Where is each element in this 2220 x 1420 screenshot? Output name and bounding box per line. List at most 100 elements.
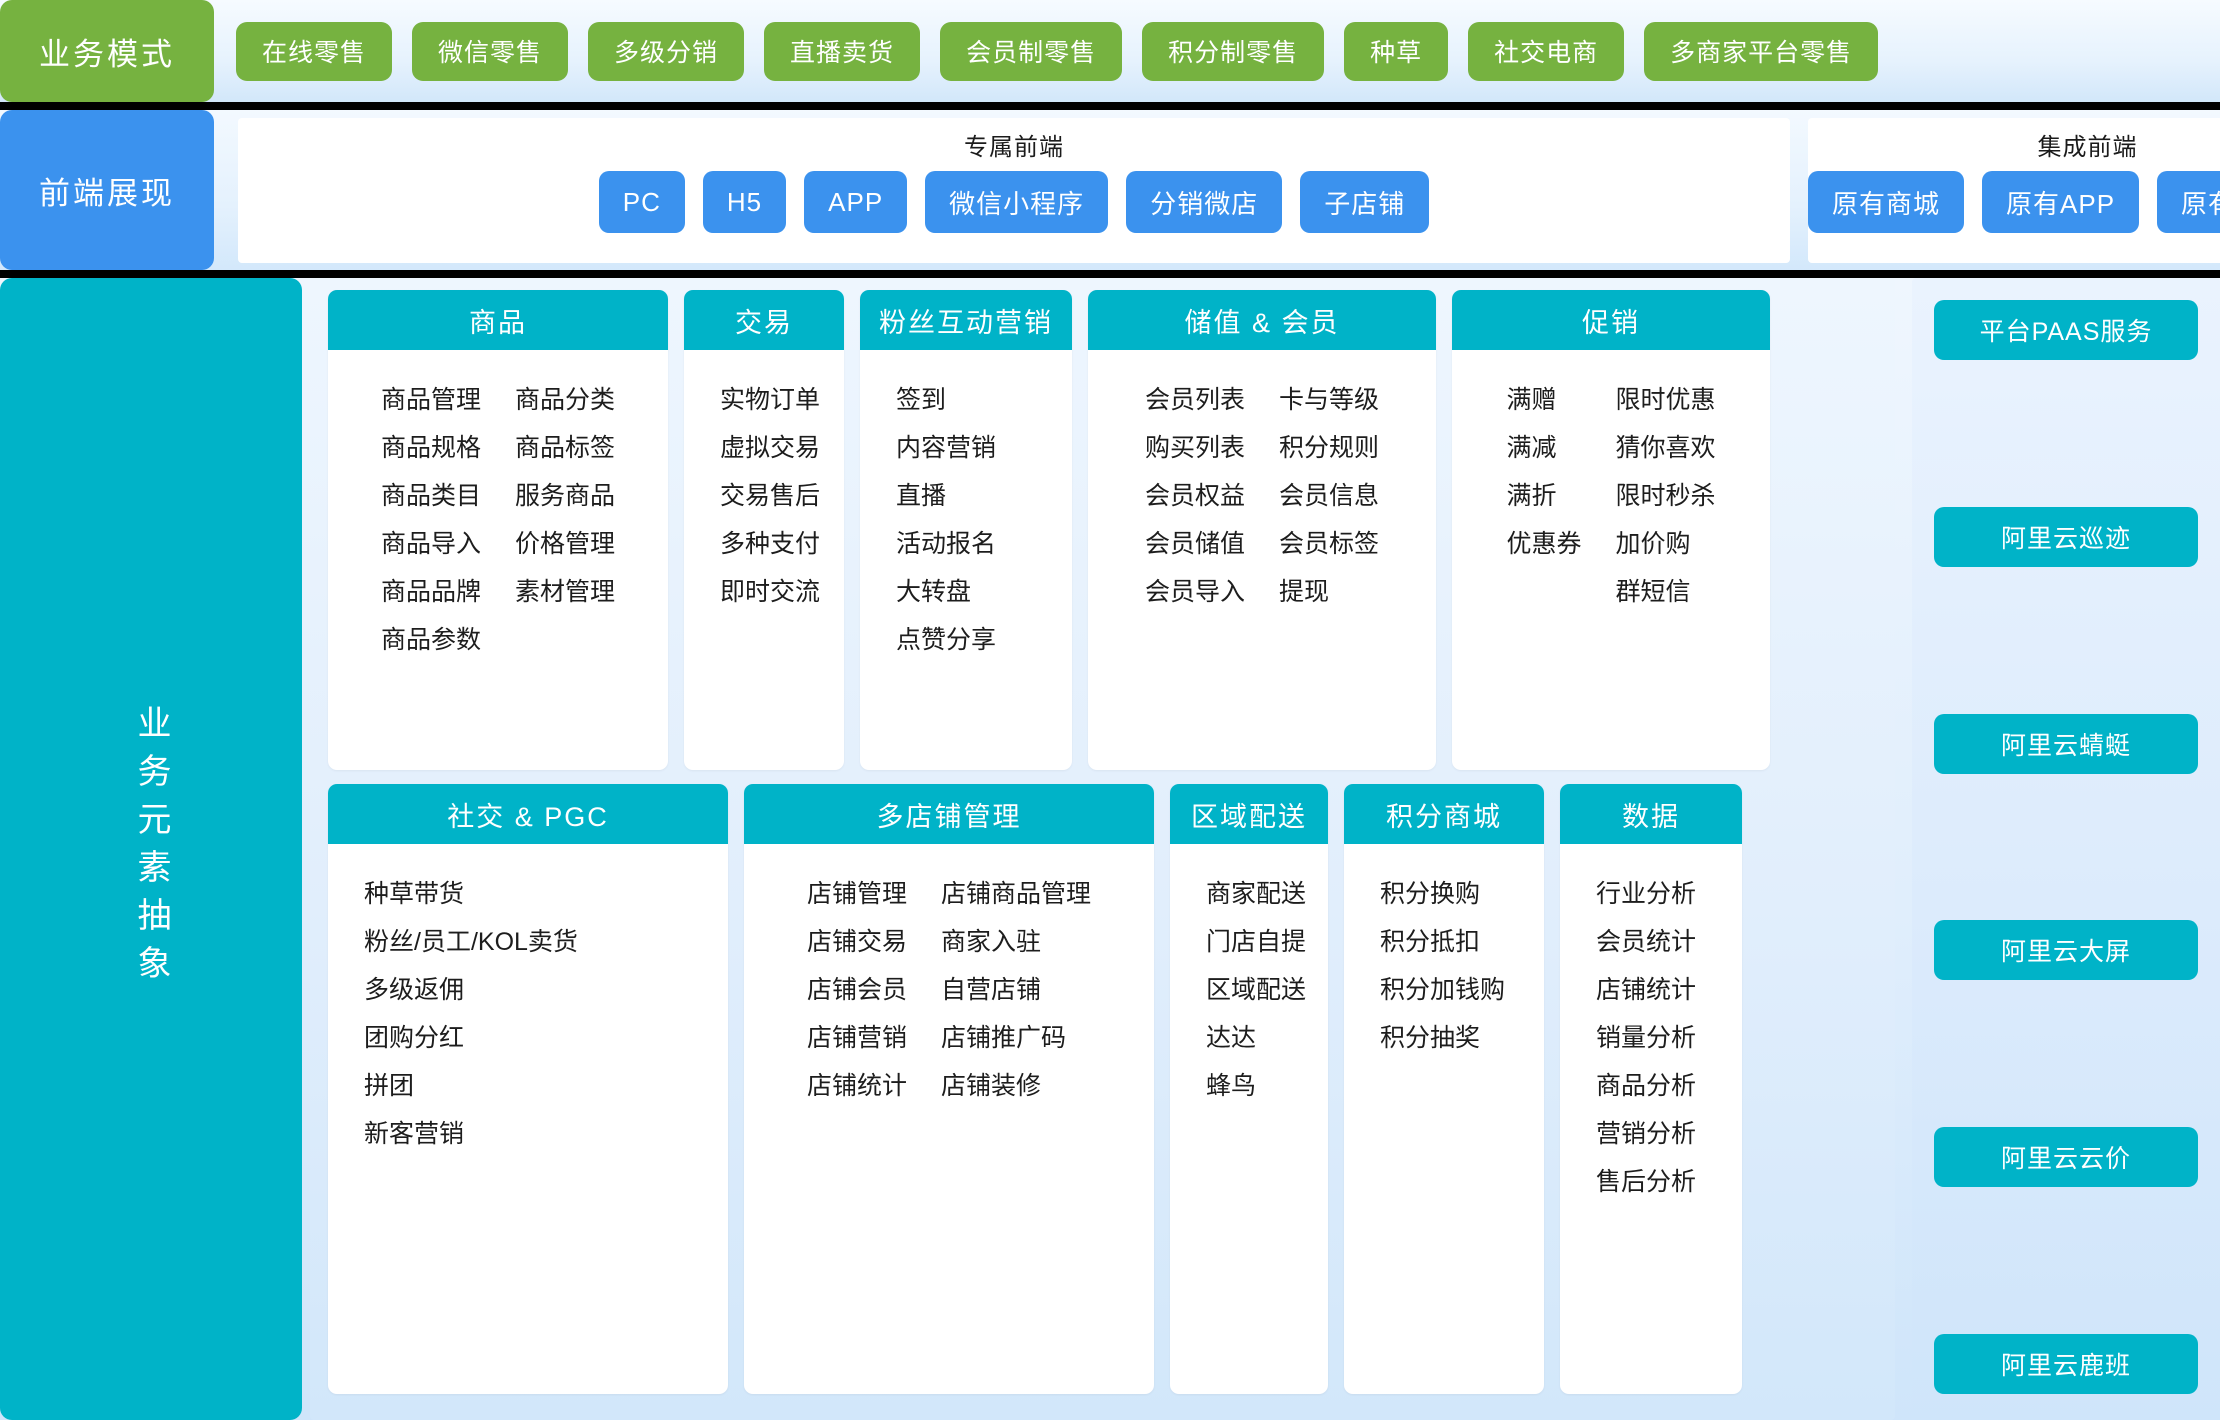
feature-item[interactable]: 店铺统计 bbox=[806, 1072, 907, 1100]
feature-item[interactable]: 猜你喜欢 bbox=[1615, 434, 1716, 462]
feature-column: 签到内容营销直播活动报名大转盘点赞分享 bbox=[896, 376, 996, 770]
feature-item[interactable]: 多种支付 bbox=[720, 530, 821, 558]
feature-item[interactable]: 粉丝/员工/KOL卖货 bbox=[364, 928, 578, 956]
feature-item[interactable]: 店铺会员 bbox=[806, 976, 907, 1004]
feature-item[interactable]: 虚拟交易 bbox=[720, 434, 821, 462]
feature-item[interactable]: 达达 bbox=[1206, 1024, 1257, 1052]
feature-item[interactable]: 直播 bbox=[896, 482, 947, 510]
business-mode-chip[interactable]: 直播卖货 bbox=[764, 21, 921, 81]
feature-item[interactable]: 会员信息 bbox=[1279, 482, 1380, 510]
feature-item[interactable]: 限时秒杀 bbox=[1615, 482, 1716, 510]
feature-item[interactable]: 多级返佣 bbox=[364, 976, 465, 1004]
feature-item[interactable]: 素材管理 bbox=[515, 578, 616, 606]
frontend-chip[interactable]: H5 bbox=[702, 171, 787, 233]
business-mode-chip[interactable]: 积分制零售 bbox=[1142, 21, 1325, 81]
feature-item[interactable]: 销量分析 bbox=[1596, 1024, 1697, 1052]
frontend-chip[interactable]: 原有商城 bbox=[1808, 171, 1965, 233]
feature-item[interactable]: 区域配送 bbox=[1206, 976, 1307, 1004]
paas-service-chip[interactable]: 阿里云巡迹 bbox=[1934, 506, 2198, 567]
feature-item[interactable]: 卡与等级 bbox=[1279, 386, 1380, 414]
business-mode-chip[interactable]: 种草 bbox=[1344, 21, 1449, 81]
feature-item[interactable]: 提现 bbox=[1279, 578, 1330, 606]
business-mode-chip[interactable]: 会员制零售 bbox=[940, 21, 1123, 81]
feature-item[interactable]: 店铺营销 bbox=[806, 1024, 907, 1052]
feature-item[interactable]: 商品分类 bbox=[515, 386, 616, 414]
feature-item[interactable]: 满减 bbox=[1506, 434, 1557, 462]
feature-item[interactable]: 商品分析 bbox=[1596, 1072, 1697, 1100]
feature-item[interactable]: 实物订单 bbox=[720, 386, 821, 414]
feature-item[interactable]: 满赠 bbox=[1506, 386, 1557, 414]
feature-item[interactable]: 满折 bbox=[1506, 482, 1557, 510]
feature-item[interactable]: 积分抽奖 bbox=[1380, 1024, 1481, 1052]
feature-item[interactable]: 购买列表 bbox=[1144, 434, 1245, 462]
feature-item[interactable]: 积分抵扣 bbox=[1380, 928, 1481, 956]
business-mode-chip[interactable]: 社交电商 bbox=[1468, 21, 1625, 81]
feature-item[interactable]: 限时优惠 bbox=[1615, 386, 1716, 414]
business-mode-chip[interactable]: 多商家平台零售 bbox=[1644, 21, 1879, 81]
feature-item[interactable]: 商品标签 bbox=[515, 434, 616, 462]
business-mode-chip[interactable]: 在线零售 bbox=[236, 21, 393, 81]
feature-item[interactable]: 行业分析 bbox=[1596, 880, 1697, 908]
feature-item[interactable]: 商品品牌 bbox=[380, 578, 481, 606]
paas-service-chip[interactable]: 阿里云云价 bbox=[1934, 1127, 2198, 1188]
feature-item[interactable]: 商品管理 bbox=[380, 386, 481, 414]
feature-item[interactable]: 店铺商品管理 bbox=[941, 880, 1092, 908]
frontend-chip[interactable]: 原有业务系统 bbox=[2157, 171, 2220, 233]
feature-item[interactable]: 蜂鸟 bbox=[1206, 1072, 1257, 1100]
feature-item[interactable]: 大转盘 bbox=[896, 578, 972, 606]
feature-item[interactable]: 会员统计 bbox=[1596, 928, 1697, 956]
feature-item[interactable]: 种草带货 bbox=[364, 880, 465, 908]
frontend-chip[interactable]: 分销微店 bbox=[1126, 171, 1283, 233]
feature-item[interactable]: 拼团 bbox=[364, 1072, 415, 1100]
feature-item[interactable]: 签到 bbox=[896, 386, 947, 414]
feature-item[interactable]: 积分换购 bbox=[1380, 880, 1481, 908]
feature-item[interactable]: 店铺管理 bbox=[806, 880, 907, 908]
frontend-chip[interactable]: 原有APP bbox=[1982, 171, 2140, 233]
feature-item[interactable]: 群短信 bbox=[1615, 578, 1691, 606]
paas-service-chip[interactable]: 阿里云大屏 bbox=[1934, 920, 2198, 981]
frontend-chip[interactable]: APP bbox=[804, 171, 908, 233]
feature-item[interactable]: 优惠券 bbox=[1506, 530, 1582, 558]
business-mode-chip[interactable]: 多级分销 bbox=[588, 21, 745, 81]
feature-item[interactable]: 团购分红 bbox=[364, 1024, 465, 1052]
feature-item[interactable]: 会员标签 bbox=[1279, 530, 1380, 558]
feature-item[interactable]: 活动报名 bbox=[896, 530, 997, 558]
feature-card: 交易实物订单虚拟交易交易售后多种支付即时交流 bbox=[684, 290, 844, 770]
feature-item[interactable]: 商家入驻 bbox=[941, 928, 1042, 956]
feature-item[interactable]: 会员储值 bbox=[1144, 530, 1245, 558]
feature-item[interactable]: 内容营销 bbox=[896, 434, 997, 462]
feature-item[interactable]: 商品类目 bbox=[380, 482, 481, 510]
feature-item[interactable]: 营销分析 bbox=[1596, 1120, 1697, 1148]
feature-item[interactable]: 价格管理 bbox=[515, 530, 616, 558]
frontend-chip[interactable]: 微信小程序 bbox=[925, 171, 1109, 233]
feature-item[interactable]: 积分加钱购 bbox=[1380, 976, 1506, 1004]
feature-item[interactable]: 店铺推广码 bbox=[941, 1024, 1067, 1052]
feature-item[interactable]: 门店自提 bbox=[1206, 928, 1307, 956]
feature-item[interactable]: 店铺交易 bbox=[806, 928, 907, 956]
feature-item[interactable]: 会员列表 bbox=[1144, 386, 1245, 414]
paas-service-chip[interactable]: 阿里云蜻蜓 bbox=[1934, 713, 2198, 774]
feature-item[interactable]: 商品规格 bbox=[380, 434, 481, 462]
feature-item[interactable]: 自营店铺 bbox=[941, 976, 1042, 1004]
feature-item[interactable]: 积分规则 bbox=[1279, 434, 1380, 462]
feature-item[interactable]: 商品导入 bbox=[380, 530, 481, 558]
feature-item[interactable]: 会员权益 bbox=[1144, 482, 1245, 510]
feature-item[interactable]: 售后分析 bbox=[1596, 1168, 1697, 1196]
frontend-chip[interactable]: PC bbox=[598, 171, 685, 233]
feature-item[interactable]: 商家配送 bbox=[1206, 880, 1307, 908]
feature-item[interactable]: 新客营销 bbox=[364, 1120, 465, 1148]
feature-item[interactable]: 即时交流 bbox=[720, 578, 821, 606]
feature-item[interactable]: 服务商品 bbox=[515, 482, 616, 510]
feature-item[interactable]: 店铺装修 bbox=[941, 1072, 1042, 1100]
frontend-chip[interactable]: 子店铺 bbox=[1300, 171, 1430, 233]
paas-service-chip[interactable]: 阿里云鹿班 bbox=[1934, 1333, 2198, 1394]
feature-item[interactable]: 交易售后 bbox=[720, 482, 821, 510]
feature-column: 限时优惠猜你喜欢限时秒杀加价购群短信 bbox=[1616, 376, 1716, 770]
feature-item[interactable]: 加价购 bbox=[1615, 530, 1691, 558]
paas-service-chip[interactable]: 平台PAAS服务 bbox=[1934, 300, 2198, 360]
business-mode-chip[interactable]: 微信零售 bbox=[412, 21, 569, 81]
feature-item[interactable]: 商品参数 bbox=[380, 626, 481, 654]
feature-item[interactable]: 点赞分享 bbox=[896, 626, 997, 654]
feature-item[interactable]: 店铺统计 bbox=[1596, 976, 1697, 1004]
feature-item[interactable]: 会员导入 bbox=[1144, 578, 1245, 606]
